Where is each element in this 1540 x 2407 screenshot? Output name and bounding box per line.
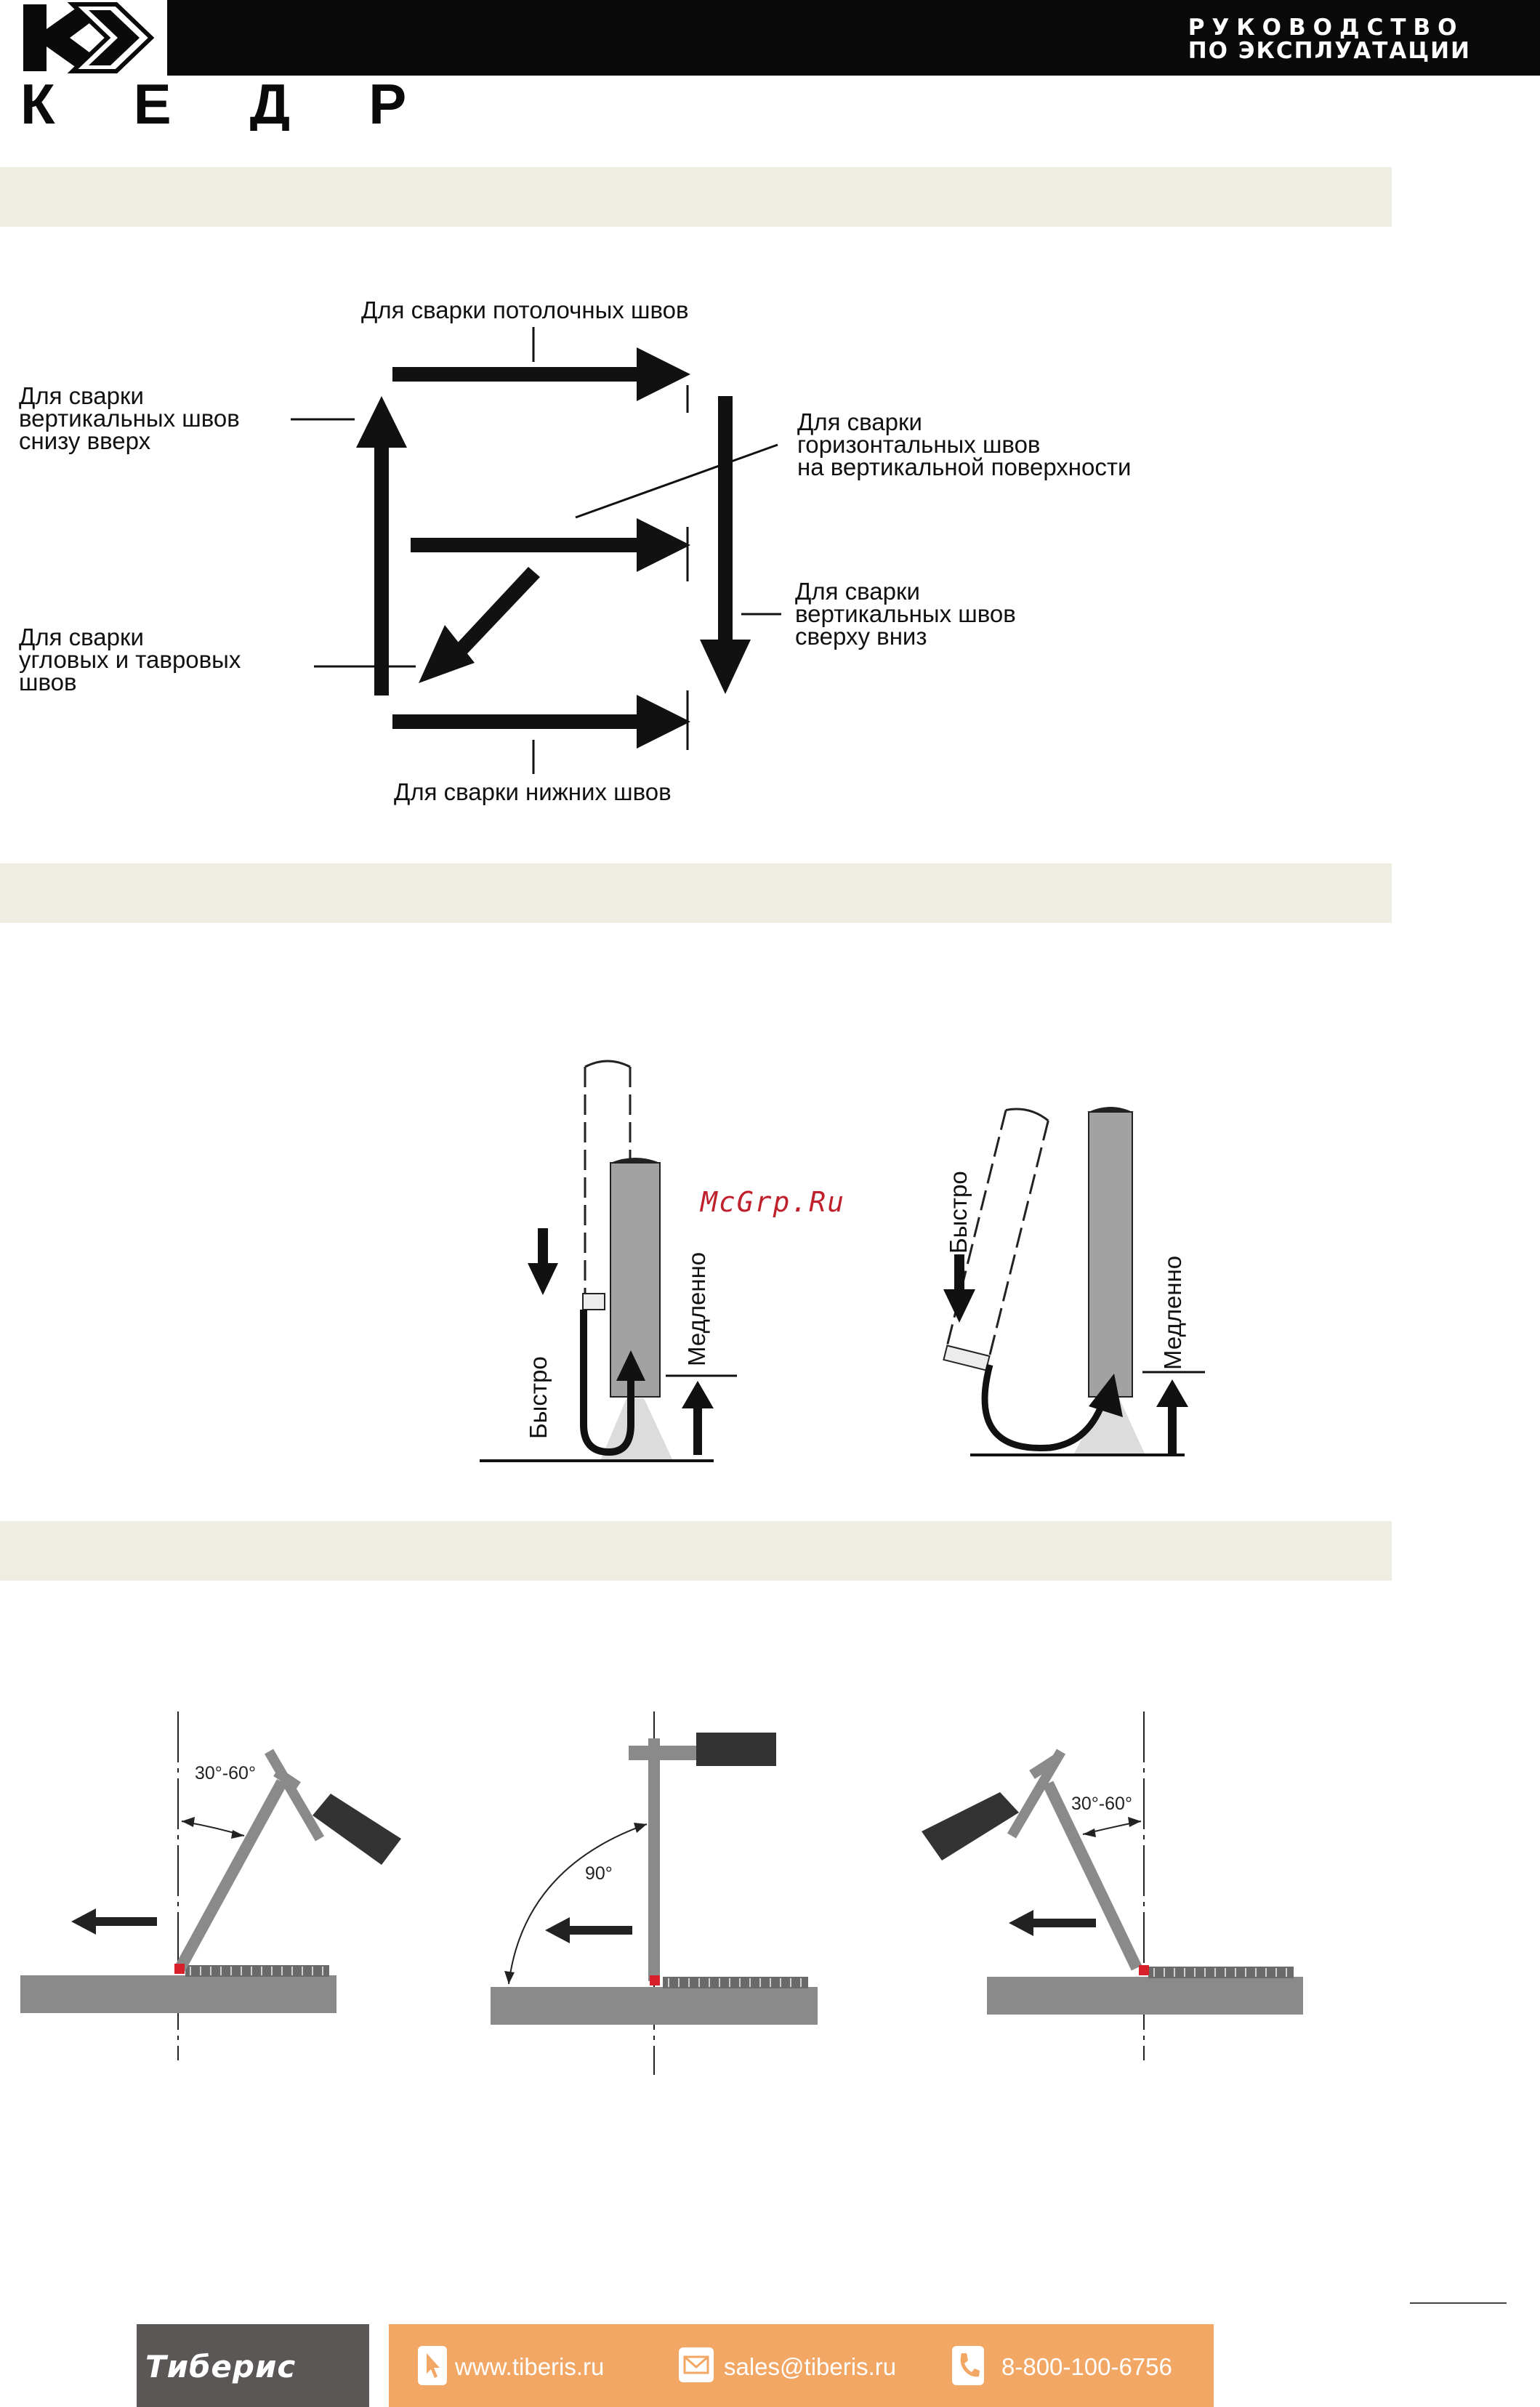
corner-label-2: угловых и тавровых xyxy=(19,646,241,673)
arc-method-left: Быстро Медленно xyxy=(480,1060,737,1462)
cursor-icon xyxy=(418,2346,447,2385)
section-band-3 xyxy=(0,1521,1392,1581)
bottom-welding-label: Для сварки нижних швов xyxy=(394,778,672,805)
angle-left: 30°-60° xyxy=(20,1711,401,2060)
title-line-1: РУКОВОДСТВО xyxy=(1188,15,1464,41)
brand-wordmark: КЕДР xyxy=(20,72,485,131)
footer-contacts xyxy=(389,2324,1214,2407)
phone-icon xyxy=(952,2346,984,2385)
fast-label-right: Быстро xyxy=(945,1171,972,1254)
fast-label-left: Быстро xyxy=(525,1356,552,1439)
vertical-up-label-3: снизу вверх xyxy=(19,427,151,454)
slow-label-left: Медленно xyxy=(683,1252,710,1366)
vertical-up-label-2: вертикальных швов xyxy=(19,405,240,432)
mail-icon xyxy=(679,2347,714,2382)
header-banner xyxy=(0,0,1540,76)
footer-email-link[interactable]: sales@tiberis.ru xyxy=(724,2353,897,2380)
horizontal-label-2: горизонтальных швов xyxy=(797,431,1040,458)
horizontal-label-3: на вертикальной поверхности xyxy=(797,453,1131,480)
footer-website-link[interactable]: www.tiberis.ru xyxy=(455,2353,605,2380)
arc-method-right: Быстро Медленно xyxy=(943,1107,1205,1456)
angle-center: 90° xyxy=(491,1711,818,2075)
manual-title: РУКОВОДСТВО ПО ЭКСПЛУАТАЦИИ xyxy=(1188,16,1471,63)
page-number-rule xyxy=(1410,2302,1507,2304)
vertical-down-label-1: Для сварки xyxy=(795,578,920,605)
angle-right-label: 30°-60° xyxy=(1071,1794,1132,1814)
horizontal-label-1: Для сварки xyxy=(797,408,922,435)
slow-label-right: Медленно xyxy=(1159,1256,1186,1370)
angle-left-label: 30°-60° xyxy=(195,1763,256,1783)
section-band-1 xyxy=(0,167,1392,227)
ceiling-welding-label: Для сварки потолочных швов xyxy=(361,297,689,323)
footer-brand-box xyxy=(137,2324,369,2407)
welding-positions-diagram: Для сварки потолочных швов Для сварки ве… xyxy=(19,297,1131,805)
electrode-angle-diagram: 30°-60° 90° 30° xyxy=(20,1711,1303,2075)
vertical-down-label-2: вертикальных швов xyxy=(795,600,1016,627)
vertical-up-label-1: Для сварки xyxy=(19,382,144,409)
kedr-logo: КЕДР xyxy=(0,0,485,131)
arc-striking-diagram: Быстро Медленно Быстро Медленно xyxy=(480,1060,1205,1462)
watermark: McGrp.Ru xyxy=(701,1186,846,1218)
vertical-down-label-3: сверху вниз xyxy=(795,623,927,650)
footer-brand: Тиберис xyxy=(145,2349,297,2384)
title-line-2: ПО ЭКСПЛУАТАЦИИ xyxy=(1188,38,1471,64)
corner-label-3: швов xyxy=(19,669,77,696)
corner-label-1: Для сварки xyxy=(19,624,144,650)
angle-right: 30°-60° xyxy=(922,1711,1303,2060)
section-band-2 xyxy=(0,863,1392,923)
footer-phone-link[interactable]: 8-800-100-6756 xyxy=(1001,2353,1172,2380)
angle-center-label: 90° xyxy=(585,1863,613,1884)
